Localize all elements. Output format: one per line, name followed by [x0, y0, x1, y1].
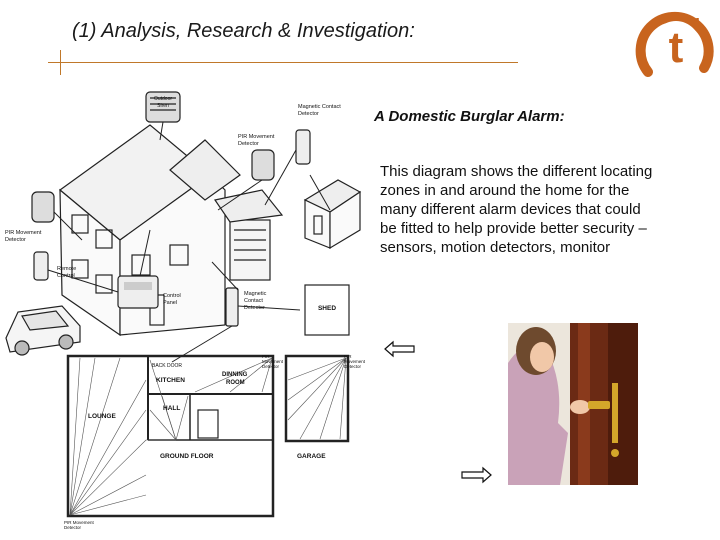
pir-bottom-label-2: Detector	[64, 525, 82, 530]
slide-title: (1) Analysis, Research & Investigation:	[72, 20, 415, 42]
remote-control-icon	[33, 251, 49, 281]
title-underline	[48, 62, 518, 63]
garage-label: GARAGE	[297, 453, 326, 460]
control-panel-label: Control	[163, 293, 181, 299]
remote-control-label: Remote	[57, 266, 76, 272]
back-door-label: BACK DOOR	[152, 363, 182, 369]
pir-plan-label-1: PIR	[262, 354, 270, 359]
pir-detector-icon	[251, 149, 275, 181]
pir-plan-label-2: PIR	[344, 354, 352, 359]
hall-label: HALL	[163, 405, 180, 412]
control-panel-icon	[117, 275, 159, 309]
right-arrow-icon	[460, 466, 492, 484]
ground-floor-label: GROUND FLOOR	[160, 453, 214, 460]
garage-plan	[284, 354, 350, 443]
t4-logo: t 4	[634, 2, 718, 82]
pir-plan-label-1b: Movement	[262, 359, 284, 364]
outdoor-siren-label-2: Siren	[157, 103, 169, 109]
pir-top-label: PIR Movement	[238, 134, 275, 140]
pir-top-label-2: Detector	[238, 141, 259, 147]
outdoor-siren-label: Outdoor	[154, 96, 172, 102]
shed-label: SHED	[318, 305, 336, 312]
pir-left-label-2: Detector	[5, 237, 26, 243]
pir-bottom-label: PIR Movement	[64, 520, 95, 525]
magnetic-mid-label: Magnetic	[244, 291, 267, 297]
dining-room-label: DINNING	[222, 372, 248, 378]
kitchen-label: KITCHEN	[156, 377, 185, 384]
door-lock-photo	[508, 323, 638, 485]
shed-plan	[304, 284, 350, 336]
magnetic-mid-label-3: Detector	[244, 305, 265, 311]
pir-plan-label-1c: Detector	[262, 364, 280, 369]
dining-room-label-2: ROOM	[226, 380, 245, 386]
section-heading: A Domestic Burglar Alarm:	[374, 108, 565, 125]
lounge-label: LOUNGE	[88, 413, 116, 420]
title-tick	[60, 50, 61, 75]
pir-plan-label-2c: Detector	[344, 364, 362, 369]
car-illustration	[5, 305, 81, 356]
magnetic-contact-icon	[295, 129, 311, 165]
description-text: This diagram shows the different locatin…	[380, 163, 653, 256]
magnetic-contact-label: Magnetic Contact	[298, 104, 341, 110]
shed-illustration	[303, 179, 362, 250]
magnetic-contact-mid-icon	[225, 287, 239, 327]
logo-letter: t	[669, 23, 684, 72]
magnetic-mid-label-2: Contact	[244, 298, 263, 304]
magnetic-contact-label-2: Detector	[298, 111, 319, 117]
pir-left-icon	[31, 191, 55, 223]
pir-plan-label-2b: Movement	[344, 359, 366, 364]
pir-left-label: PIR Movement	[5, 230, 42, 236]
burglar-alarm-diagram: Outdoor Siren Magnetic Contact Detector	[0, 80, 370, 540]
left-arrow-icon	[384, 340, 416, 358]
ground-floor-plan	[66, 354, 275, 518]
control-panel-label-2: Panel	[163, 300, 177, 306]
logo-superscript: 4	[692, 15, 701, 32]
